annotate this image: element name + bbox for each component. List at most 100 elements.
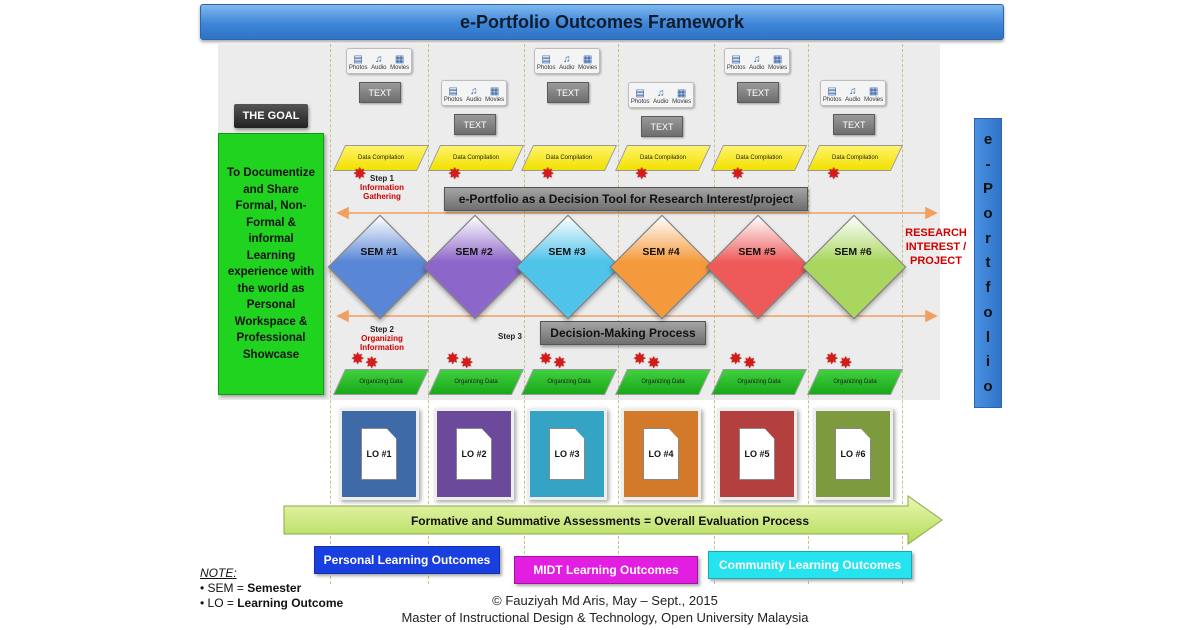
photo-icon: ▤Photos [631,88,650,105]
document-icon: LO #1 [361,428,397,480]
column-divider [330,44,331,584]
media-label: Audio [466,97,482,103]
media-label: Movies [768,65,788,71]
organizing-data-shape: Organizing Data [710,369,808,395]
note-sem-key: • SEM = [200,581,248,595]
data-compilation-shape: Data Compilation [520,145,618,171]
text-box: TEXT [833,114,875,135]
note-lo-value: Learning Outcome [237,596,344,610]
lo-label: LO #3 [554,449,580,459]
text-box: TEXT [737,82,779,103]
movie-icon-glyph: ▦ [772,54,783,65]
side-letter: o [983,205,993,223]
organizing-data-label: Organizing Data [737,378,781,385]
note-heading: NOTE: [200,566,237,580]
side-letter: - [985,155,991,173]
photo-icon-glyph: ▤ [731,54,741,65]
credit-line2: Master of Instructional Design & Technol… [401,610,809,625]
data-compilation-label: Data Compilation [452,154,500,161]
media-label: Audio [749,65,765,71]
star-icon: ✸ [743,355,757,372]
arrow-head-right [925,309,938,323]
media-icons: ▤Photos♫Audio▦Movies [820,80,886,106]
audio-icon: ♫Audio [559,54,574,71]
movie-icon: ▦Movies [864,86,883,103]
column-divider [902,44,903,584]
star-icon: ✸ [353,166,367,183]
document-icon: LO #6 [835,428,871,480]
lo-label: LO #2 [461,449,487,459]
document-icon: LO #4 [643,428,679,480]
lo-label: LO #6 [840,449,866,459]
sem-label: SEM #4 [642,246,680,258]
star-icon: ✸ [633,351,647,368]
photo-icon: ▤Photos [537,54,556,71]
media-icons: ▤Photos♫Audio ▦Movies [534,48,600,74]
sem-label: SEM #6 [834,246,872,258]
media-label: Movies [485,97,505,103]
media-label: Audio [845,97,861,103]
audio-icon-glyph: ♫ [375,54,383,65]
column-divider [618,44,619,584]
goal-label: THE GOAL [234,104,308,128]
note-block: NOTE: • SEM = Semester • LO = Learning O… [200,566,343,611]
sem-label: SEM #5 [738,246,776,258]
audio-icon: ♫Audio [466,86,481,103]
organizing-data-shape: Organizing Data [806,369,904,395]
star-icon: ✸ [825,351,839,368]
side-letter: o [983,378,993,396]
data-compilation-shape: Data Compilation [710,145,808,171]
star-icon: ✸ [448,166,462,183]
organizing-data-shape: Organizing Data [427,369,525,395]
media-icons: ▤Photos♫Audio▦Movies [724,48,790,74]
media-label: Photos [822,97,842,103]
arrow-head-left [336,206,349,220]
lo-label: LO #1 [366,449,392,459]
step2-subtitle: Organizing Information [360,334,404,352]
step1-subtitle: Information Gathering [360,183,404,201]
data-compilation-label: Data Compilation [357,154,405,161]
audio-icon-glyph: ♫ [470,86,478,97]
note-sem-value: Semester [247,581,302,595]
star-icon: ✸ [351,351,365,368]
data-compilation-shape: Data Compilation [427,145,525,171]
goal-box: To Documentize and Share Formal, Non-For… [218,133,324,395]
lo-label: LO #4 [648,449,674,459]
media-label: Movies [672,99,692,105]
lo-box: LO #4 [621,408,701,500]
side-letter: f [985,279,991,297]
star-icon: ✸ [553,355,567,372]
media-label: Photos [536,65,556,71]
movie-icon: ▦Movies [578,54,597,71]
step1-title: Step 1 [369,174,394,183]
step2-title: Step 2 [369,325,394,334]
media-label: Audio [559,65,575,71]
star-icon: ✸ [839,355,853,372]
credit-line1: © Fauziyah Md Aris, May – Sept., 2015 [492,593,718,608]
lo-box: LO #2 [434,408,514,500]
media-label: Photos [443,97,463,103]
organizing-data-shape: Organizing Data [614,369,712,395]
data-compilation-shape: Data Compilation [806,145,904,171]
side-letter: i [985,353,991,371]
movie-icon-glyph: ▦ [489,86,500,97]
data-compilation-label: Data Compilation [735,154,783,161]
organizing-data-label: Organizing Data [641,378,685,385]
media-label: Photos [630,99,650,105]
side-letter: e [983,130,993,148]
data-compilation-label: Data Compilation [639,154,687,161]
document-icon: LO #2 [456,428,492,480]
side-letter: o [983,303,993,321]
audio-icon-glyph: ♫ [849,86,857,97]
audio-icon: ♫Audio [845,86,860,103]
photo-icon: ▤Photos [349,54,368,71]
photo-icon-glyph: ▤ [541,54,551,65]
arrow-head-right [925,206,938,220]
media-label: Audio [653,99,669,105]
organizing-data-label: Organizing Data [833,378,877,385]
data-compilation-shape: Data Compilation [614,145,712,171]
assessment-label: Formative and Summative Assessments = Ov… [410,514,810,528]
movie-icon-glyph: ▦ [868,86,879,97]
column-divider [524,44,525,584]
